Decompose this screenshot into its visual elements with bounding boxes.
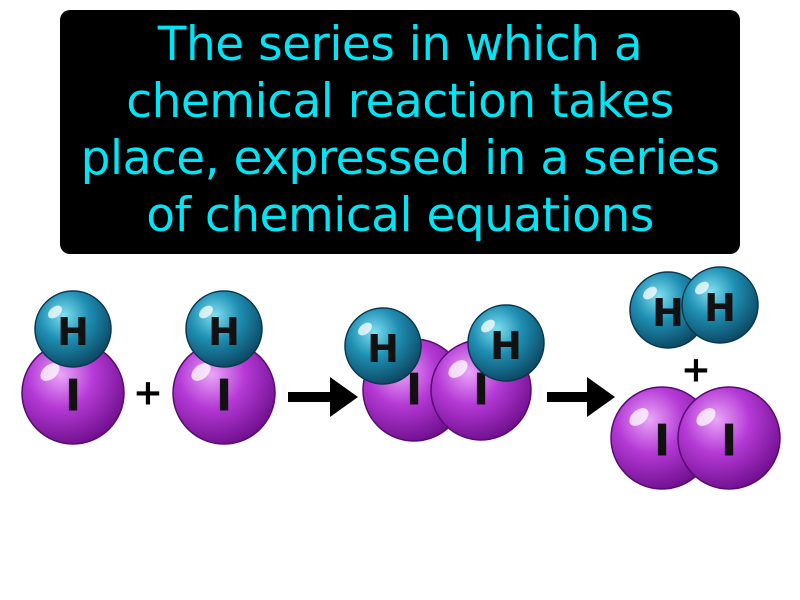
iodine-label: I xyxy=(406,365,422,416)
definition-box: The series in which a chemical reaction … xyxy=(60,10,740,254)
iodine-label: I xyxy=(654,416,670,467)
plus-sign: + xyxy=(133,373,163,414)
iodine-atom: I xyxy=(21,341,125,445)
iodine-label: I xyxy=(473,365,489,416)
iodine-label: I xyxy=(721,416,737,467)
iodine-label: I xyxy=(216,371,232,422)
h2-molecule: H H xyxy=(629,266,759,349)
i2-molecule: I I xyxy=(610,386,781,490)
hydrogen-label: H xyxy=(652,291,684,335)
hydrogen-label: H xyxy=(490,324,522,368)
hydrogen-label: H xyxy=(208,310,240,354)
hydrogen-atom: H xyxy=(344,307,422,385)
right-arrow-icon xyxy=(547,377,615,417)
hi-molecule-1: I H xyxy=(21,290,125,445)
hydrogen-label: H xyxy=(57,310,89,354)
plus-sign: + xyxy=(681,350,711,391)
hydrogen-label: H xyxy=(367,327,399,371)
hi-molecule-2: I H xyxy=(172,290,276,445)
definition-line-3: place, expressed in a series xyxy=(80,131,720,186)
reaction-mechanism-diagram: I H + I H I xyxy=(21,266,781,490)
definition-line-2: chemical reaction takes xyxy=(126,74,674,129)
definition-line-1: The series in which a xyxy=(157,17,643,72)
iodine-label: I xyxy=(65,371,81,422)
hydrogen-atom: H xyxy=(185,290,263,368)
hydrogen-atom: H xyxy=(681,266,759,344)
right-arrow-icon xyxy=(288,377,358,417)
hydrogen-label: H xyxy=(704,286,736,330)
hydrogen-atom: H xyxy=(467,304,545,382)
hydrogen-atom: H xyxy=(34,290,112,368)
transition-complex: I I H H xyxy=(344,304,545,442)
definition-line-4: of chemical equations xyxy=(146,188,654,243)
iodine-atom: I xyxy=(677,386,781,490)
